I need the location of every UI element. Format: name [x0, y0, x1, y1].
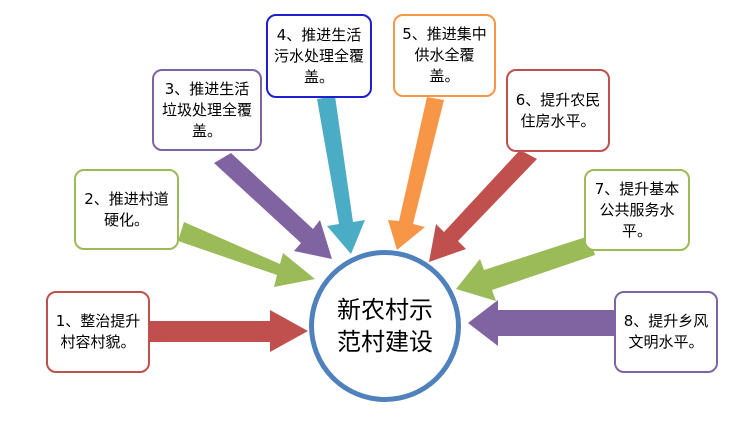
item-box-2: 2、推进村道硬化。 [74, 169, 179, 250]
item-label-5: 5、推进集中供水全覆盖。 [402, 25, 487, 85]
item-box-8: 8、提升乡风文明水平。 [614, 291, 718, 373]
item-label-1: 1、整治提升村容村貌。 [55, 312, 141, 351]
arrow-2 [178, 222, 315, 287]
center-label: 新农村示范村建设 [337, 296, 433, 356]
arrow-4 [317, 96, 365, 254]
item-label-6: 6、提升农民住房水平。 [515, 90, 601, 130]
item-label-8: 8、提升乡风文明水平。 [623, 312, 709, 351]
arrow-8 [468, 300, 614, 346]
arrow-3 [214, 153, 332, 259]
item-label-7: 7、提升基本公共服务水平。 [594, 179, 680, 240]
item-box-6: 6、提升农民住房水平。 [506, 69, 610, 152]
arrow-5 [388, 97, 444, 250]
arrow-7 [456, 236, 595, 301]
item-label-2: 2、推进村道硬化。 [84, 189, 169, 229]
item-box-5: 5、推进集中供水全覆盖。 [393, 14, 496, 97]
item-box-1: 1、整治提升村容村貌。 [46, 291, 150, 373]
item-label-4: 4、推进生活污水处理全覆盖。 [274, 25, 365, 86]
item-label-3: 3、推进生活垃圾处理全覆盖。 [161, 79, 252, 140]
item-box-3: 3、推进生活垃圾处理全覆盖。 [152, 69, 262, 151]
arrow-6 [429, 150, 537, 262]
arrow-1 [150, 310, 308, 352]
item-box-7: 7、提升基本公共服务水平。 [584, 169, 690, 251]
center-circle: 新农村示范村建设 [309, 250, 461, 402]
item-box-4: 4、推进生活污水处理全覆盖。 [266, 14, 372, 98]
